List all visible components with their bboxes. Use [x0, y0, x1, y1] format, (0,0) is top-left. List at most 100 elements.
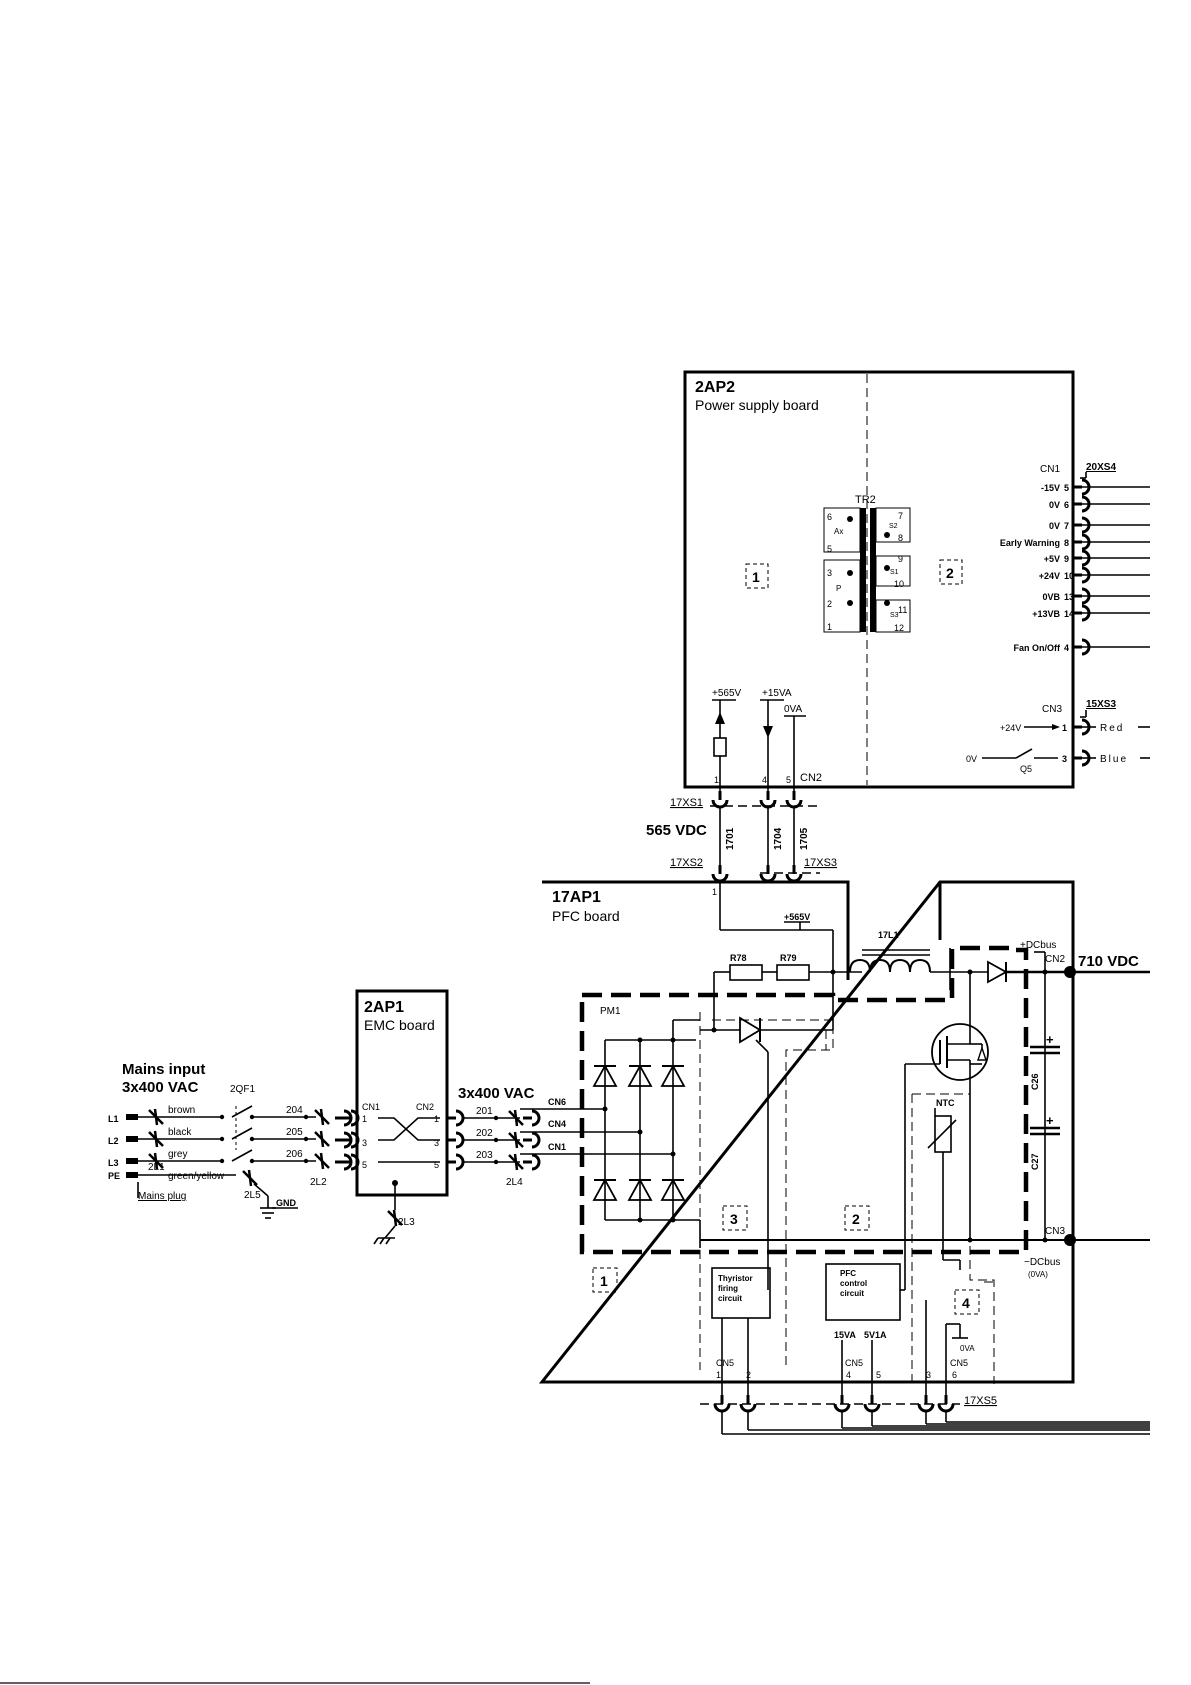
svg-text:6: 6 — [827, 512, 832, 522]
svg-text:-15V: -15V — [1041, 483, 1060, 493]
svg-text:CN3: CN3 — [1042, 704, 1062, 715]
svg-text:17XS1: 17XS1 — [670, 797, 703, 809]
pfc-board-id: 17AP1 — [552, 889, 601, 906]
ntc-sensor: NTC — [927, 1098, 961, 1270]
svg-text:+565V: +565V — [784, 912, 810, 922]
psu-board-name: Power supply board — [695, 397, 819, 413]
pfc-region-2: 2 — [844, 1205, 870, 1231]
mains-title: Mains input — [122, 1061, 205, 1078]
svg-text:202: 202 — [476, 1128, 493, 1139]
svg-text:2: 2 — [746, 1370, 751, 1380]
svg-text:Fan On/Off: Fan On/Off — [1014, 643, 1061, 653]
pfc-switch — [904, 1023, 989, 1290]
svg-text:7: 7 — [898, 511, 903, 521]
svg-text:3: 3 — [434, 1138, 439, 1148]
svg-text:2: 2 — [827, 599, 832, 609]
cn1-pin-row: 0V 7 — [1049, 516, 1150, 534]
mains-input: Mains input 3x400 VAC 2QF1 L1 brown 204 … — [108, 1061, 353, 1219]
output-voltage: 710 VDC — [1078, 953, 1139, 970]
svg-text:Red: Red — [1100, 723, 1124, 734]
svg-text:3: 3 — [730, 1211, 738, 1227]
mains-line-l1: L1 brown 204 — [108, 1105, 353, 1127]
svg-text:0VA: 0VA — [784, 704, 802, 715]
psu-cn1-connector: CN1 20XS4 -15V 5 0V 6 0V 7 — [1000, 462, 1150, 656]
power-supply-board: 2AP2 Power supply board 1 2 TR2 — [683, 370, 1150, 794]
svg-text:2: 2 — [946, 565, 954, 581]
svg-text:0VA: 0VA — [960, 1344, 975, 1353]
svg-text:L3: L3 — [108, 1158, 119, 1168]
svg-text:NTC: NTC — [936, 1098, 955, 1108]
emc-output-wiring: 3x400 VAC 201 202 203 2L4 — [458, 1085, 541, 1188]
svg-text:1: 1 — [716, 1370, 721, 1380]
svg-text:201: 201 — [476, 1106, 493, 1117]
svg-text:circuit: circuit — [718, 1294, 742, 1303]
svg-text:9: 9 — [898, 554, 903, 564]
svg-text:5: 5 — [786, 775, 791, 785]
svg-text:2L2: 2L2 — [310, 1177, 327, 1188]
svg-text:17XS5: 17XS5 — [964, 1395, 997, 1407]
boost-diode — [950, 960, 1150, 1030]
svg-text:205: 205 — [286, 1127, 303, 1138]
svg-text:5: 5 — [362, 1160, 367, 1170]
pfc-region-1: 1 — [592, 1267, 618, 1293]
svg-text:8: 8 — [1064, 538, 1069, 548]
svg-text:CN4: CN4 — [548, 1119, 566, 1129]
thyristor-firing-block: Thyristor firing circuit — [711, 1267, 771, 1398]
svg-text:206: 206 — [286, 1149, 303, 1160]
svg-text:2L5: 2L5 — [244, 1190, 261, 1201]
svg-text:S2: S2 — [889, 523, 898, 530]
svg-text:Ax: Ax — [834, 527, 843, 536]
svg-text:3: 3 — [1062, 754, 1067, 764]
emc-out-voltage: 3x400 VAC — [458, 1085, 535, 1102]
svg-text:13: 13 — [1064, 592, 1074, 602]
svg-text:1: 1 — [362, 1114, 367, 1124]
svg-text:6: 6 — [952, 1370, 957, 1380]
svg-text:10: 10 — [894, 579, 904, 589]
svg-text:L2: L2 — [108, 1136, 119, 1146]
svg-text:5V1A: 5V1A — [864, 1330, 887, 1340]
svg-text:TR2: TR2 — [855, 494, 876, 506]
capacitor-bank: + C26 + C27 — [1030, 1032, 1060, 1170]
svg-text:3: 3 — [827, 568, 832, 578]
svg-text:0V: 0V — [1049, 521, 1060, 531]
pfc-board: 17AP1 PFC board PM1 CN6 CN4 CN1 — [520, 880, 1150, 1435]
psu-region-1: 1 — [745, 563, 769, 589]
pfc-board-name: PFC board — [552, 908, 620, 924]
link-voltage: 565 VDC — [646, 822, 707, 839]
svg-text:firing: firing — [718, 1284, 738, 1293]
svg-text:0V: 0V — [966, 754, 977, 764]
mains-voltage: 3x400 VAC — [122, 1079, 199, 1096]
psu-pfc-link: 17XS1 565 VDC 1701 1704 1705 17XS2 17XS3… — [646, 789, 837, 897]
svg-text:+565V: +565V — [712, 688, 742, 699]
svg-text:P: P — [836, 584, 841, 593]
svg-text:2L1: 2L1 — [148, 1162, 165, 1173]
svg-text:CN3: CN3 — [1045, 1226, 1065, 1237]
svg-text:R79: R79 — [780, 953, 797, 963]
svg-text:4: 4 — [762, 775, 767, 785]
svg-text:1: 1 — [434, 1114, 439, 1124]
svg-text:0VB: 0VB — [1042, 592, 1060, 602]
svg-text:1704: 1704 — [773, 827, 784, 850]
svg-text:17L1: 17L1 — [878, 930, 899, 940]
svg-text:−DCbus: −DCbus — [1024, 1257, 1060, 1268]
svg-text:+5V: +5V — [1044, 554, 1060, 564]
mains-pe-line: PE 2L1 green/yellow Mains plug 2L5 GND — [108, 1162, 298, 1219]
svg-text:PFC: PFC — [840, 1269, 856, 1278]
svg-text:5: 5 — [827, 544, 832, 554]
svg-text:15VA: 15VA — [834, 1330, 856, 1340]
svg-text:+24V: +24V — [1000, 723, 1021, 733]
harness-lines — [721, 1411, 1150, 1435]
psu-cn3-connector: CN3 15XS3 +24V 1 Red 0V Q5 3 Blue — [966, 699, 1150, 774]
svg-text:1: 1 — [714, 775, 719, 785]
cn1-pin-row: 0V 6 — [1049, 495, 1150, 513]
emc-board-name: EMC board — [364, 1017, 435, 1033]
svg-text:+15VA: +15VA — [762, 688, 792, 699]
svg-text:CN5: CN5 — [716, 1358, 734, 1368]
svg-text:10: 10 — [1064, 571, 1074, 581]
svg-text:grey: grey — [168, 1149, 187, 1160]
svg-text:green/yellow: green/yellow — [168, 1171, 225, 1182]
svg-text:(0VA): (0VA) — [1028, 1270, 1048, 1279]
svg-text:1: 1 — [600, 1273, 608, 1289]
svg-text:1: 1 — [712, 887, 717, 897]
